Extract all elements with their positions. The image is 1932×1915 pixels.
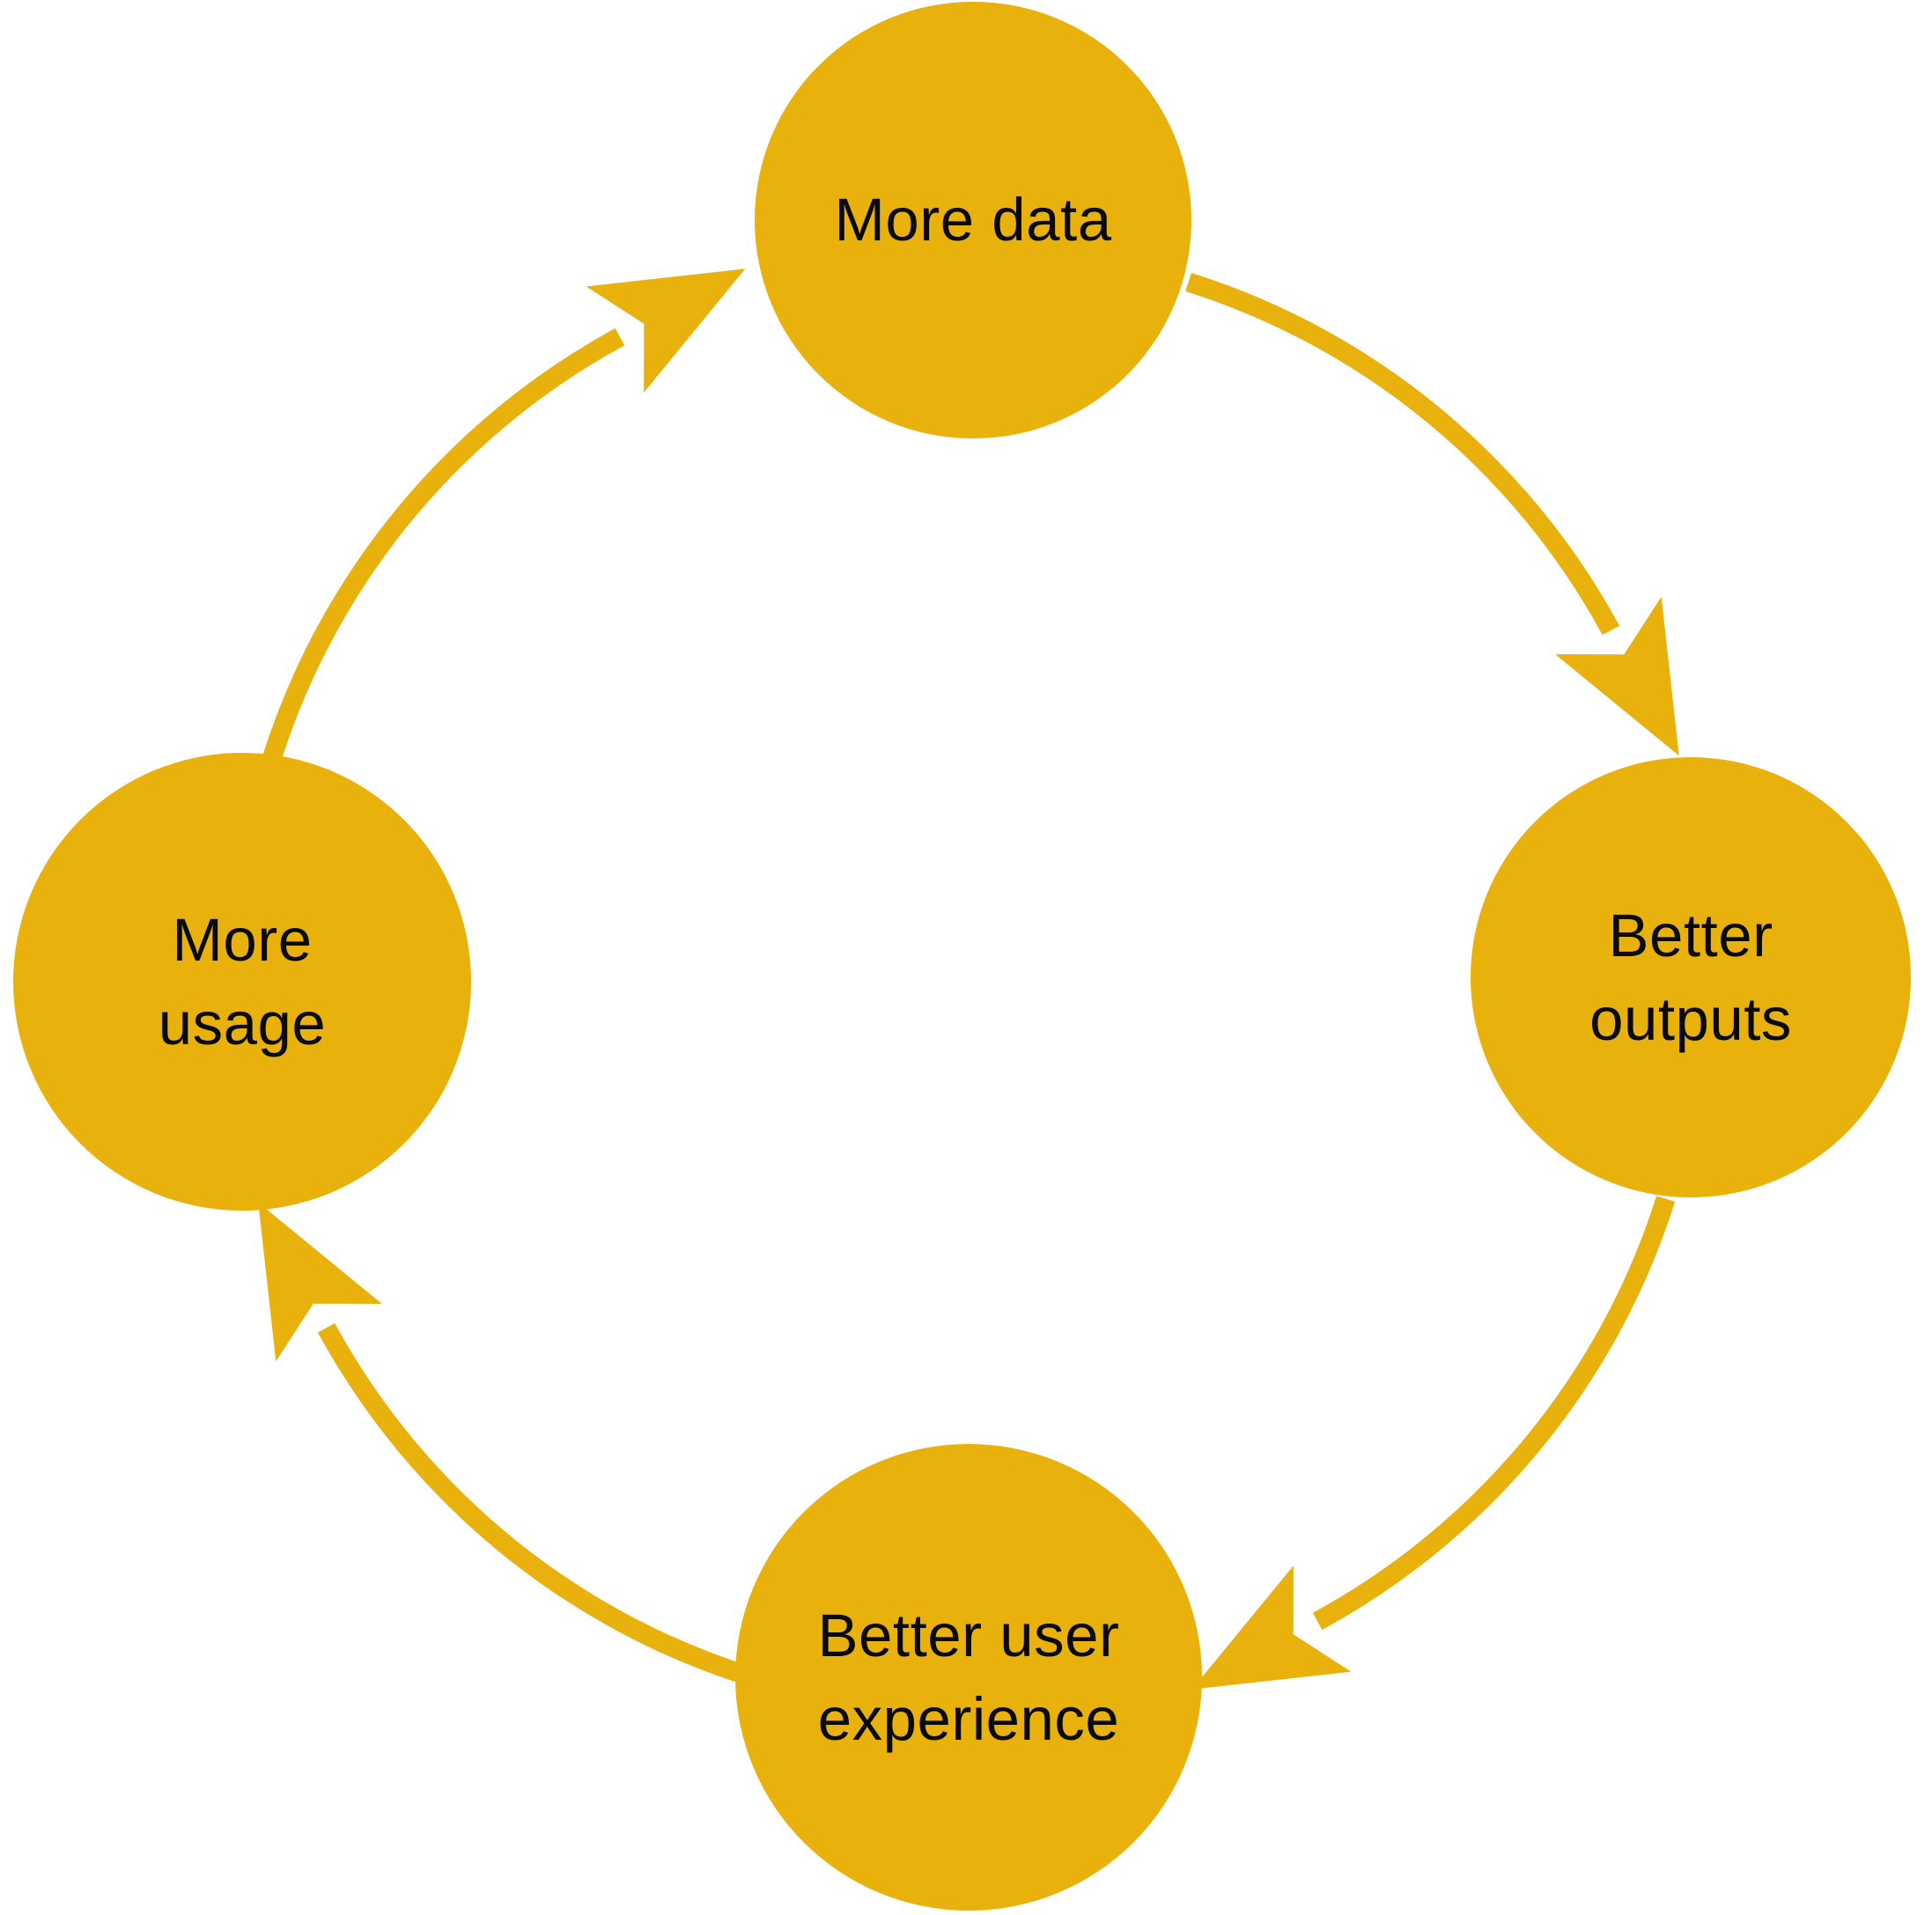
node-more-usage-label-line1: More	[172, 905, 313, 974]
node-more-data-label: More data	[834, 186, 1112, 254]
node-more-usage-label-line2: usage	[158, 990, 327, 1057]
node-more-data: More data	[755, 2, 1191, 438]
arrow-better-user-experience-to-more-usage	[258, 1202, 752, 1686]
arrow-more-data-to-better-outputs	[1185, 272, 1679, 756]
node-better-user-experience-label-line1: Better user	[817, 1601, 1120, 1669]
node-more-usage: More usage	[13, 753, 471, 1211]
node-better-outputs: Better outputs	[1471, 757, 1911, 1197]
arrow-more-usage-to-more-data	[262, 269, 746, 762]
node-better-outputs-label-line1: Better	[1608, 901, 1773, 969]
node-better-user-experience: Better user experience	[735, 1444, 1202, 1911]
node-better-user-experience-label-line2: experience	[817, 1685, 1120, 1753]
node-better-outputs-label-line2: outputs	[1589, 985, 1792, 1053]
arrow-better-outputs-to-better-user-experience	[1191, 1196, 1676, 1690]
